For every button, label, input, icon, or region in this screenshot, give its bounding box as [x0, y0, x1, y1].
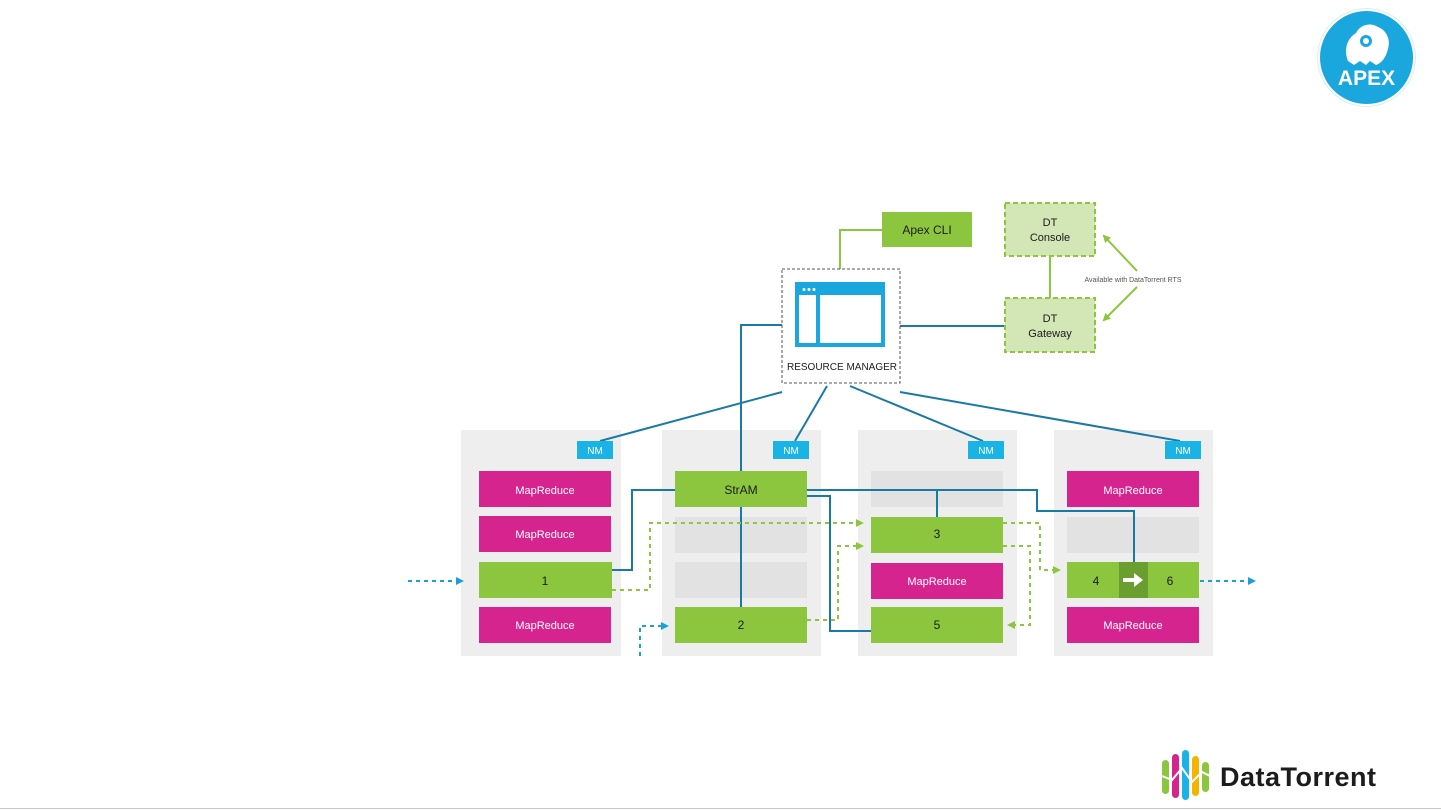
operator-4-6-container: 4 6 — [1067, 562, 1199, 598]
svg-text:NM: NM — [587, 446, 603, 457]
apex-logo-text: APEX — [1320, 67, 1413, 91]
svg-text:5: 5 — [934, 618, 941, 632]
operator-3: 3 — [871, 517, 1003, 553]
nm-badge: NM — [968, 441, 1004, 459]
note-to-gateway-arrow — [1104, 287, 1137, 320]
svg-text:1: 1 — [542, 574, 549, 588]
svg-text:MapReduce: MapReduce — [1103, 620, 1162, 632]
resource-manager-label: RESOURCE MANAGER — [787, 362, 897, 373]
svg-text:MapReduce: MapReduce — [907, 576, 966, 588]
nm-badge: NM — [1165, 441, 1201, 459]
operator-4: 4 — [1093, 574, 1100, 588]
svg-text:StrAM: StrAM — [724, 483, 757, 497]
svg-text:NM: NM — [783, 446, 799, 457]
svg-text:NM: NM — [1175, 446, 1191, 457]
bear-mascot-icon — [1336, 17, 1396, 69]
svg-text:MapReduce: MapReduce — [1103, 485, 1162, 497]
apex-logo: APEX — [1320, 11, 1413, 104]
datatorrent-logo: DataTorrent — [1160, 750, 1430, 806]
dt-console-label-line1: DT — [1043, 217, 1058, 229]
stram-container: StrAM — [675, 471, 807, 507]
apex-cli-label: Apex CLI — [902, 223, 951, 237]
mapreduce-container: MapReduce — [871, 563, 1003, 599]
mapreduce-container: MapReduce — [479, 516, 611, 552]
svg-text:3: 3 — [934, 527, 941, 541]
mapreduce-container: MapReduce — [479, 471, 611, 507]
dt-gateway-box — [1005, 298, 1095, 352]
mapreduce-container: MapReduce — [1067, 471, 1199, 507]
dt-console-label-line2: Console — [1030, 232, 1070, 244]
operator-6: 6 — [1167, 574, 1174, 588]
nm-badge: NM — [577, 441, 613, 459]
dt-gateway-label-line2: Gateway — [1028, 328, 1072, 340]
mapreduce-container: MapReduce — [479, 607, 611, 643]
availability-note: Available with DataTorrent RTS — [1084, 277, 1181, 284]
svg-text:MapReduce: MapReduce — [515, 620, 574, 632]
dt-console-box — [1005, 203, 1095, 256]
bottom-divider — [0, 808, 1441, 809]
datatorrent-wordmark: DataTorrent — [1220, 762, 1377, 793]
nm-badge: NM — [773, 441, 809, 459]
mapreduce-container: MapReduce — [1067, 607, 1199, 643]
operator-5: 5 — [871, 607, 1003, 643]
svg-text:NM: NM — [978, 446, 994, 457]
note-to-console-arrow — [1104, 236, 1137, 271]
dt-gateway-label-line1: DT — [1043, 313, 1058, 325]
operator-2: 2 — [675, 607, 807, 643]
svg-text:MapReduce: MapReduce — [515, 485, 574, 497]
rm-to-cli-line — [840, 230, 882, 269]
svg-text:MapReduce: MapReduce — [515, 529, 574, 541]
datatorrent-mark-icon — [1160, 750, 1212, 802]
svg-text:2: 2 — [738, 618, 745, 632]
operator-1: 1 — [479, 562, 612, 598]
